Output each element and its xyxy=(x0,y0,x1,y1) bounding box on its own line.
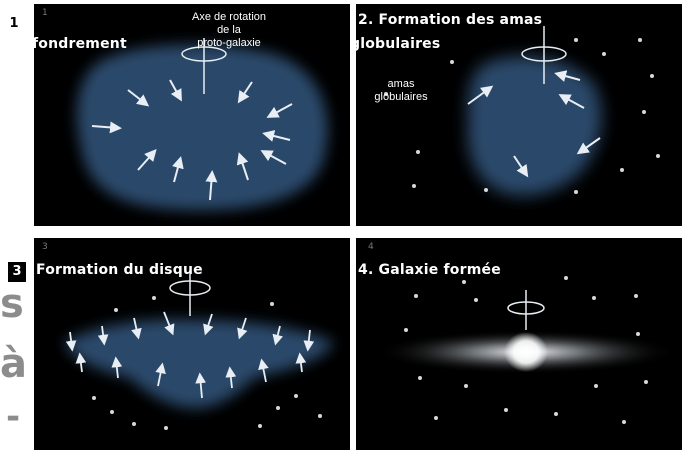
panel-number: 1 xyxy=(42,8,48,18)
collapse-illustration xyxy=(76,38,328,211)
panel-collapse: 1 fondrement Axe de rotation de la proto… xyxy=(34,4,350,226)
globular-clusters-label: amas globulaires xyxy=(374,78,428,103)
panel-badge: 3 xyxy=(8,262,26,282)
arrows xyxy=(467,70,601,178)
formed-galaxy-illustration xyxy=(376,276,676,424)
globular-cluster-dots xyxy=(404,276,648,424)
panel-title-line2: globulaires xyxy=(356,36,441,52)
infall-arrows xyxy=(91,79,293,201)
panel-title: Formation du disque xyxy=(36,262,203,278)
panel-title: fondrement xyxy=(34,36,127,52)
cloud xyxy=(64,319,334,409)
rotation-axis-label: Axe de rotation de la proto-galaxie xyxy=(192,11,266,49)
galactic-bulge xyxy=(504,332,548,372)
disk-formation-illustration xyxy=(64,274,334,430)
panel-badge: 1 xyxy=(4,14,24,34)
globular-cluster-dots xyxy=(92,296,322,430)
arrows xyxy=(65,311,315,399)
side-letter-a-grave: à xyxy=(0,341,27,387)
panel-disk-formation: 3 Formation du disque xyxy=(34,238,350,450)
panel-title: 2. Formation des amas xyxy=(358,12,543,28)
panel-globular-clusters: 2. Formation des amas globulaires amas g… xyxy=(356,4,682,226)
globular-cluster-dots xyxy=(384,38,660,194)
side-dash: - xyxy=(6,397,21,437)
side-letter-s: s xyxy=(0,281,24,327)
panel-galaxy-formed: 4 4. Galaxie formée xyxy=(356,238,682,450)
globular-clusters-illustration xyxy=(384,26,660,196)
panel-number: 3 xyxy=(42,242,48,252)
panel-title: 4. Galaxie formée xyxy=(358,262,501,278)
panel-number: 4 xyxy=(368,242,374,252)
cloud xyxy=(467,56,602,196)
rotation-arrow xyxy=(181,46,227,62)
